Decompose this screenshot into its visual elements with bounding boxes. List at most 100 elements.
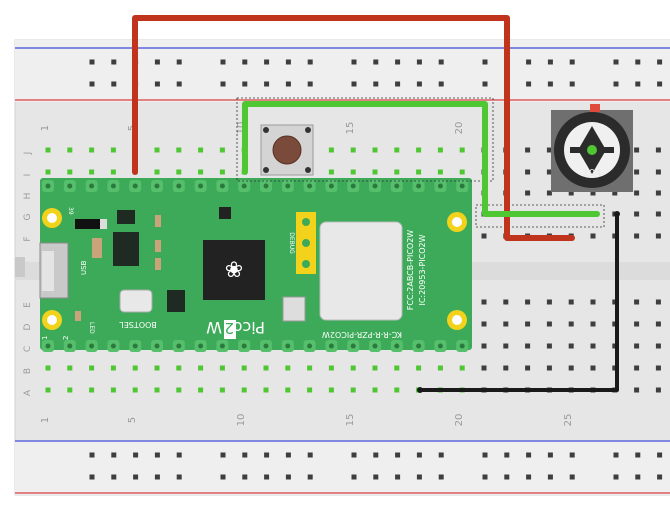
breadboard-hole[interactable] [394, 169, 400, 175]
potentiometer[interactable]: 104 [551, 104, 633, 192]
breadboard-hole[interactable] [525, 321, 531, 327]
breadboard-hole[interactable] [219, 387, 225, 393]
breadboard-hole[interactable] [89, 387, 95, 393]
breadboard-hole[interactable] [328, 169, 334, 175]
breadboard-hole[interactable] [590, 299, 596, 305]
rail-hole[interactable] [547, 452, 553, 458]
breadboard-hole[interactable] [634, 387, 640, 393]
breadboard-hole[interactable] [154, 169, 160, 175]
rail-hole[interactable] [154, 452, 160, 458]
rail-hole[interactable] [133, 474, 139, 480]
rail-hole[interactable] [351, 81, 357, 87]
breadboard-hole[interactable] [655, 343, 661, 349]
breadboard-hole[interactable] [67, 147, 73, 153]
breadboard-hole[interactable] [612, 343, 618, 349]
breadboard-hole[interactable] [612, 321, 618, 327]
breadboard-hole[interactable] [219, 365, 225, 371]
breadboard-hole[interactable] [634, 343, 640, 349]
rail-hole[interactable] [220, 452, 226, 458]
breadboard-hole[interactable] [372, 147, 378, 153]
rail-hole[interactable] [635, 452, 641, 458]
rail-hole[interactable] [154, 59, 160, 65]
rail-hole[interactable] [111, 452, 117, 458]
rail-hole[interactable] [635, 81, 641, 87]
breadboard-hole[interactable] [525, 169, 531, 175]
rail-hole[interactable] [176, 59, 182, 65]
rail-hole[interactable] [285, 474, 291, 480]
wire-red-power[interactable] [132, 15, 572, 241]
breadboard-hole[interactable] [263, 387, 269, 393]
breadboard-hole[interactable] [285, 387, 291, 393]
rail-hole[interactable] [373, 81, 379, 87]
breadboard-hole[interactable] [546, 147, 552, 153]
breadboard-hole[interactable] [372, 365, 378, 371]
breadboard-hole[interactable] [634, 169, 640, 175]
breadboard-hole[interactable] [110, 387, 116, 393]
rail-hole[interactable] [504, 452, 510, 458]
breadboard-hole[interactable] [416, 365, 422, 371]
breadboard-hole[interactable] [568, 365, 574, 371]
rail-hole[interactable] [416, 452, 422, 458]
breadboard-hole[interactable] [67, 169, 73, 175]
breadboard-hole[interactable] [655, 387, 661, 393]
breadboard-hole[interactable] [634, 321, 640, 327]
breadboard-hole[interactable] [481, 233, 487, 239]
breadboard-hole[interactable] [350, 147, 356, 153]
breadboard-hole[interactable] [634, 365, 640, 371]
rail-hole[interactable] [373, 59, 379, 65]
breadboard-hole[interactable] [612, 190, 618, 196]
rail-hole[interactable] [307, 59, 313, 65]
rail-hole[interactable] [285, 452, 291, 458]
breadboard-hole[interactable] [328, 147, 334, 153]
breadboard-hole[interactable] [634, 211, 640, 217]
breadboard-hole[interactable] [503, 365, 509, 371]
rail-hole[interactable] [547, 474, 553, 480]
rail-hole[interactable] [242, 474, 248, 480]
rail-hole[interactable] [264, 452, 270, 458]
breadboard-hole[interactable] [546, 190, 552, 196]
rail-hole[interactable] [395, 474, 401, 480]
rail-hole[interactable] [482, 81, 488, 87]
breadboard-hole[interactable] [481, 365, 487, 371]
rail-hole[interactable] [657, 452, 663, 458]
rail-hole[interactable] [569, 452, 575, 458]
breadboard-hole[interactable] [568, 343, 574, 349]
push-button[interactable] [260, 124, 314, 176]
breadboard-hole[interactable] [546, 299, 552, 305]
breadboard-hole[interactable] [132, 365, 138, 371]
rail-hole[interactable] [351, 474, 357, 480]
breadboard-hole[interactable] [198, 147, 204, 153]
breadboard-hole[interactable] [459, 147, 465, 153]
rail-hole[interactable] [613, 81, 619, 87]
rail-hole[interactable] [264, 59, 270, 65]
rail-hole[interactable] [351, 452, 357, 458]
wire-green-button[interactable] [242, 101, 597, 217]
breadboard-hole[interactable] [67, 365, 73, 371]
rail-hole[interactable] [416, 59, 422, 65]
rail-hole[interactable] [504, 474, 510, 480]
rail-hole[interactable] [154, 81, 160, 87]
rail-hole[interactable] [547, 81, 553, 87]
breadboard-hole[interactable] [394, 387, 400, 393]
rail-hole[interactable] [285, 59, 291, 65]
breadboard-hole[interactable] [503, 321, 509, 327]
rail-hole[interactable] [526, 474, 532, 480]
breadboard-hole[interactable] [241, 387, 247, 393]
breadboard-hole[interactable] [503, 343, 509, 349]
breadboard-hole[interactable] [132, 387, 138, 393]
breadboard-hole[interactable] [45, 169, 51, 175]
breadboard-hole[interactable] [241, 365, 247, 371]
breadboard-hole[interactable] [481, 321, 487, 327]
rail-hole[interactable] [635, 59, 641, 65]
breadboard-hole[interactable] [67, 387, 73, 393]
rail-hole[interactable] [416, 81, 422, 87]
breadboard-hole[interactable] [437, 365, 443, 371]
rail-hole[interactable] [613, 474, 619, 480]
rail-hole[interactable] [569, 59, 575, 65]
breadboard-hole[interactable] [307, 387, 313, 393]
rail-hole[interactable] [220, 474, 226, 480]
breadboard-hole[interactable] [590, 321, 596, 327]
breadboard-hole[interactable] [372, 387, 378, 393]
rail-hole[interactable] [373, 474, 379, 480]
rail-hole[interactable] [307, 452, 313, 458]
